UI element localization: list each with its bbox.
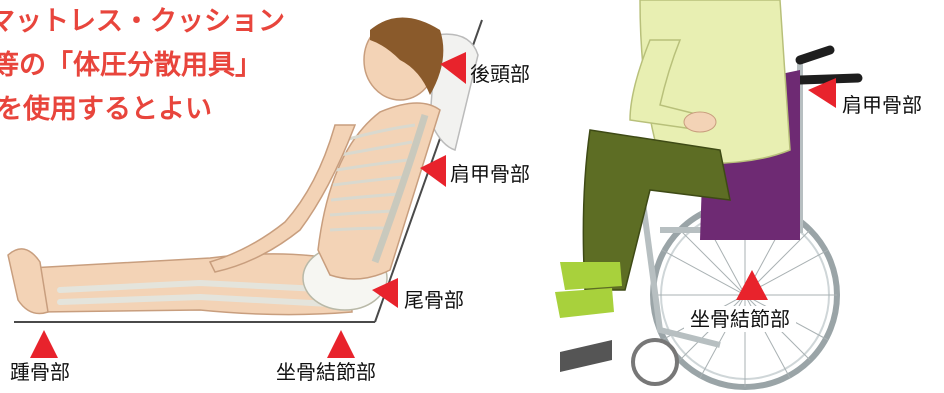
label-ischial-right: 坐骨結節部 xyxy=(684,306,796,332)
push-handles xyxy=(800,50,858,80)
heading-block: マットレス・クッション 等の「体圧分散用具」 を使用するとよい xyxy=(0,0,320,132)
caster-wheel xyxy=(633,340,677,384)
label-heel: 踵骨部 xyxy=(10,360,70,384)
slipper-right xyxy=(555,288,614,318)
label-coccyx: 尾骨部 xyxy=(404,288,464,312)
heading-line-1: マットレス・クッション xyxy=(0,0,320,44)
label-ischial-left: 坐骨結節部 xyxy=(276,360,376,384)
footrest xyxy=(560,340,612,372)
heading-line-2: 等の「体圧分散用具」 xyxy=(0,44,320,88)
label-scapula-left: 肩甲骨部 xyxy=(450,162,530,186)
label-scapula-right: 肩甲骨部 xyxy=(842,93,922,117)
feet xyxy=(8,249,48,314)
label-occipital: 後頭部 xyxy=(470,62,530,86)
marker-heel xyxy=(30,330,58,358)
heading-line-3: を使用するとよい xyxy=(0,88,320,132)
marker-ischial-left xyxy=(327,330,355,358)
slipper-left xyxy=(560,262,622,290)
person-hand xyxy=(684,112,716,132)
